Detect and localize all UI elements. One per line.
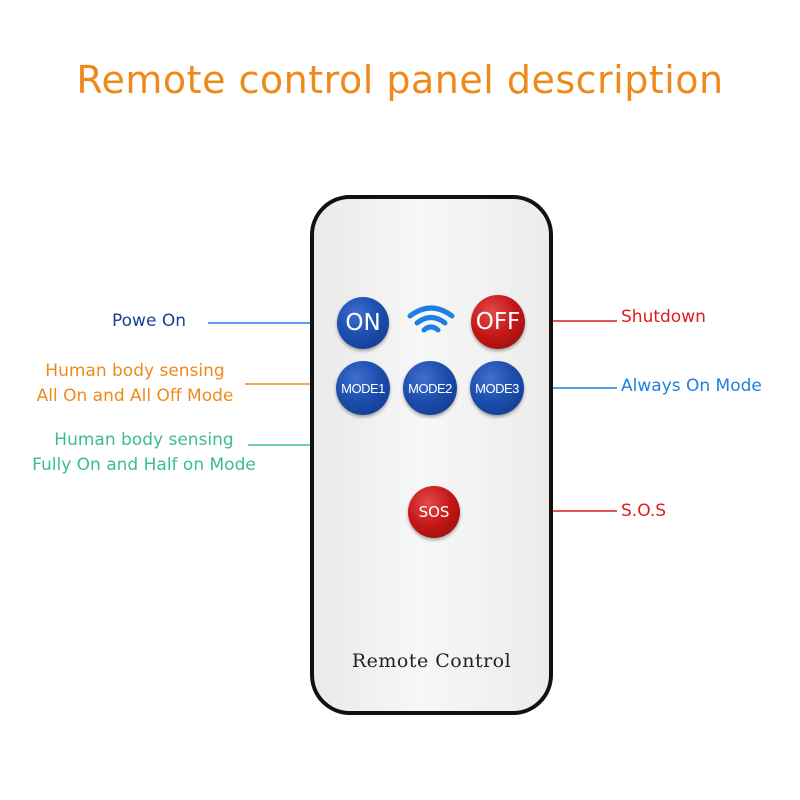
mode2-label-line1: Human body sensing	[54, 430, 234, 450]
mode2-label: Human body sensing Fully On and Half on …	[10, 428, 278, 478]
mode2-label-line2: Fully On and Half on Mode	[32, 455, 256, 475]
mode1-label-line1: Human body sensing	[45, 361, 225, 381]
shutdown-label: Shutdown	[621, 307, 706, 327]
power-on-label: Powe On	[112, 311, 186, 331]
wifi-icon	[407, 305, 455, 333]
mode1-label-line2: All On and All Off Mode	[36, 386, 234, 406]
mode2-button[interactable]: MODE2	[403, 361, 457, 415]
on-button[interactable]: ON	[337, 297, 389, 349]
remote-control: Remote Control	[310, 195, 553, 715]
sos-label: S.O.S	[621, 501, 667, 521]
page-title: Remote control panel description	[76, 58, 724, 102]
mode1-label: Human body sensing All On and All Off Mo…	[10, 359, 260, 409]
off-button[interactable]: OFF	[471, 295, 525, 349]
remote-label: Remote Control	[351, 650, 512, 672]
mode3-label: Always On Mode	[621, 376, 762, 396]
sos-button[interactable]: SOS	[408, 486, 460, 538]
mode3-button[interactable]: MODE3	[470, 361, 524, 415]
mode1-button[interactable]: MODE1	[336, 361, 390, 415]
